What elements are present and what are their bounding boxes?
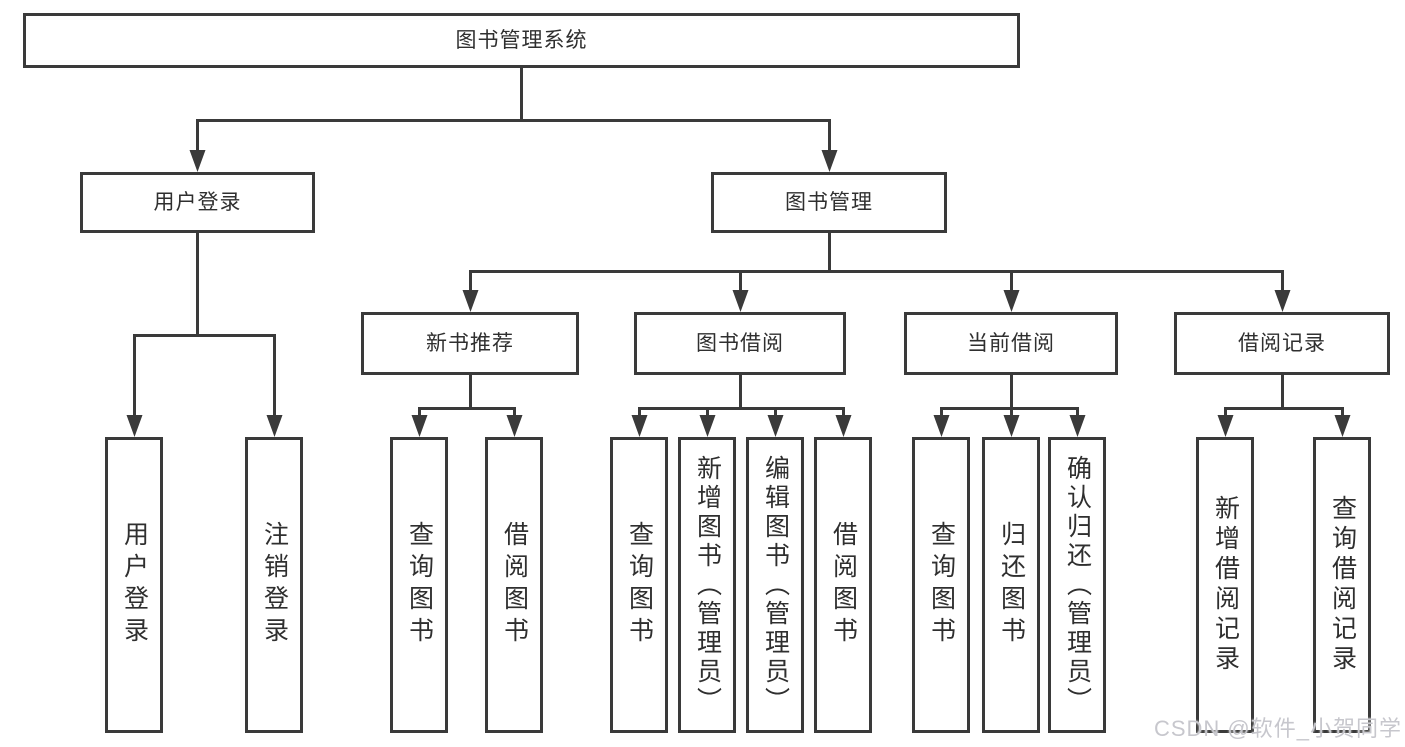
- node-root-system: 图书管理系统: [23, 13, 1020, 68]
- leaf-borrow-books: 借阅图书: [814, 437, 872, 733]
- csdn-watermark: CSDN @软件_小贺同学: [1153, 716, 1402, 741]
- leaf-return-books: 归还图书: [982, 437, 1040, 733]
- node-new-book-recommend: 新书推荐: [361, 312, 579, 375]
- leaf-add-borrow-record: 新增借阅记录: [1196, 437, 1254, 733]
- leaf-borrow-books-recommend: 借阅图书: [485, 437, 543, 733]
- leaf-user-login: 用户登录: [105, 437, 163, 733]
- leaf-query-books-recommend: 查询图书: [390, 437, 448, 733]
- leaf-add-books-admin: 新增图书（管理员）: [678, 437, 736, 733]
- node-current-borrow: 当前借阅: [904, 312, 1118, 375]
- leaf-edit-books-admin: 编辑图书（管理员）: [746, 437, 804, 733]
- node-book-borrow: 图书借阅: [634, 312, 846, 375]
- leaf-query-books-current: 查询图书: [912, 437, 970, 733]
- node-user-login: 用户登录: [80, 172, 315, 233]
- leaf-logout: 注销登录: [245, 437, 303, 733]
- leaf-query-borrow-record: 查询借阅记录: [1313, 437, 1371, 733]
- leaf-query-books-borrow: 查询图书: [610, 437, 668, 733]
- node-book-management: 图书管理: [711, 172, 947, 233]
- node-borrow-records: 借阅记录: [1174, 312, 1390, 375]
- leaf-confirm-return-admin: 确认归还（管理员）: [1048, 437, 1106, 733]
